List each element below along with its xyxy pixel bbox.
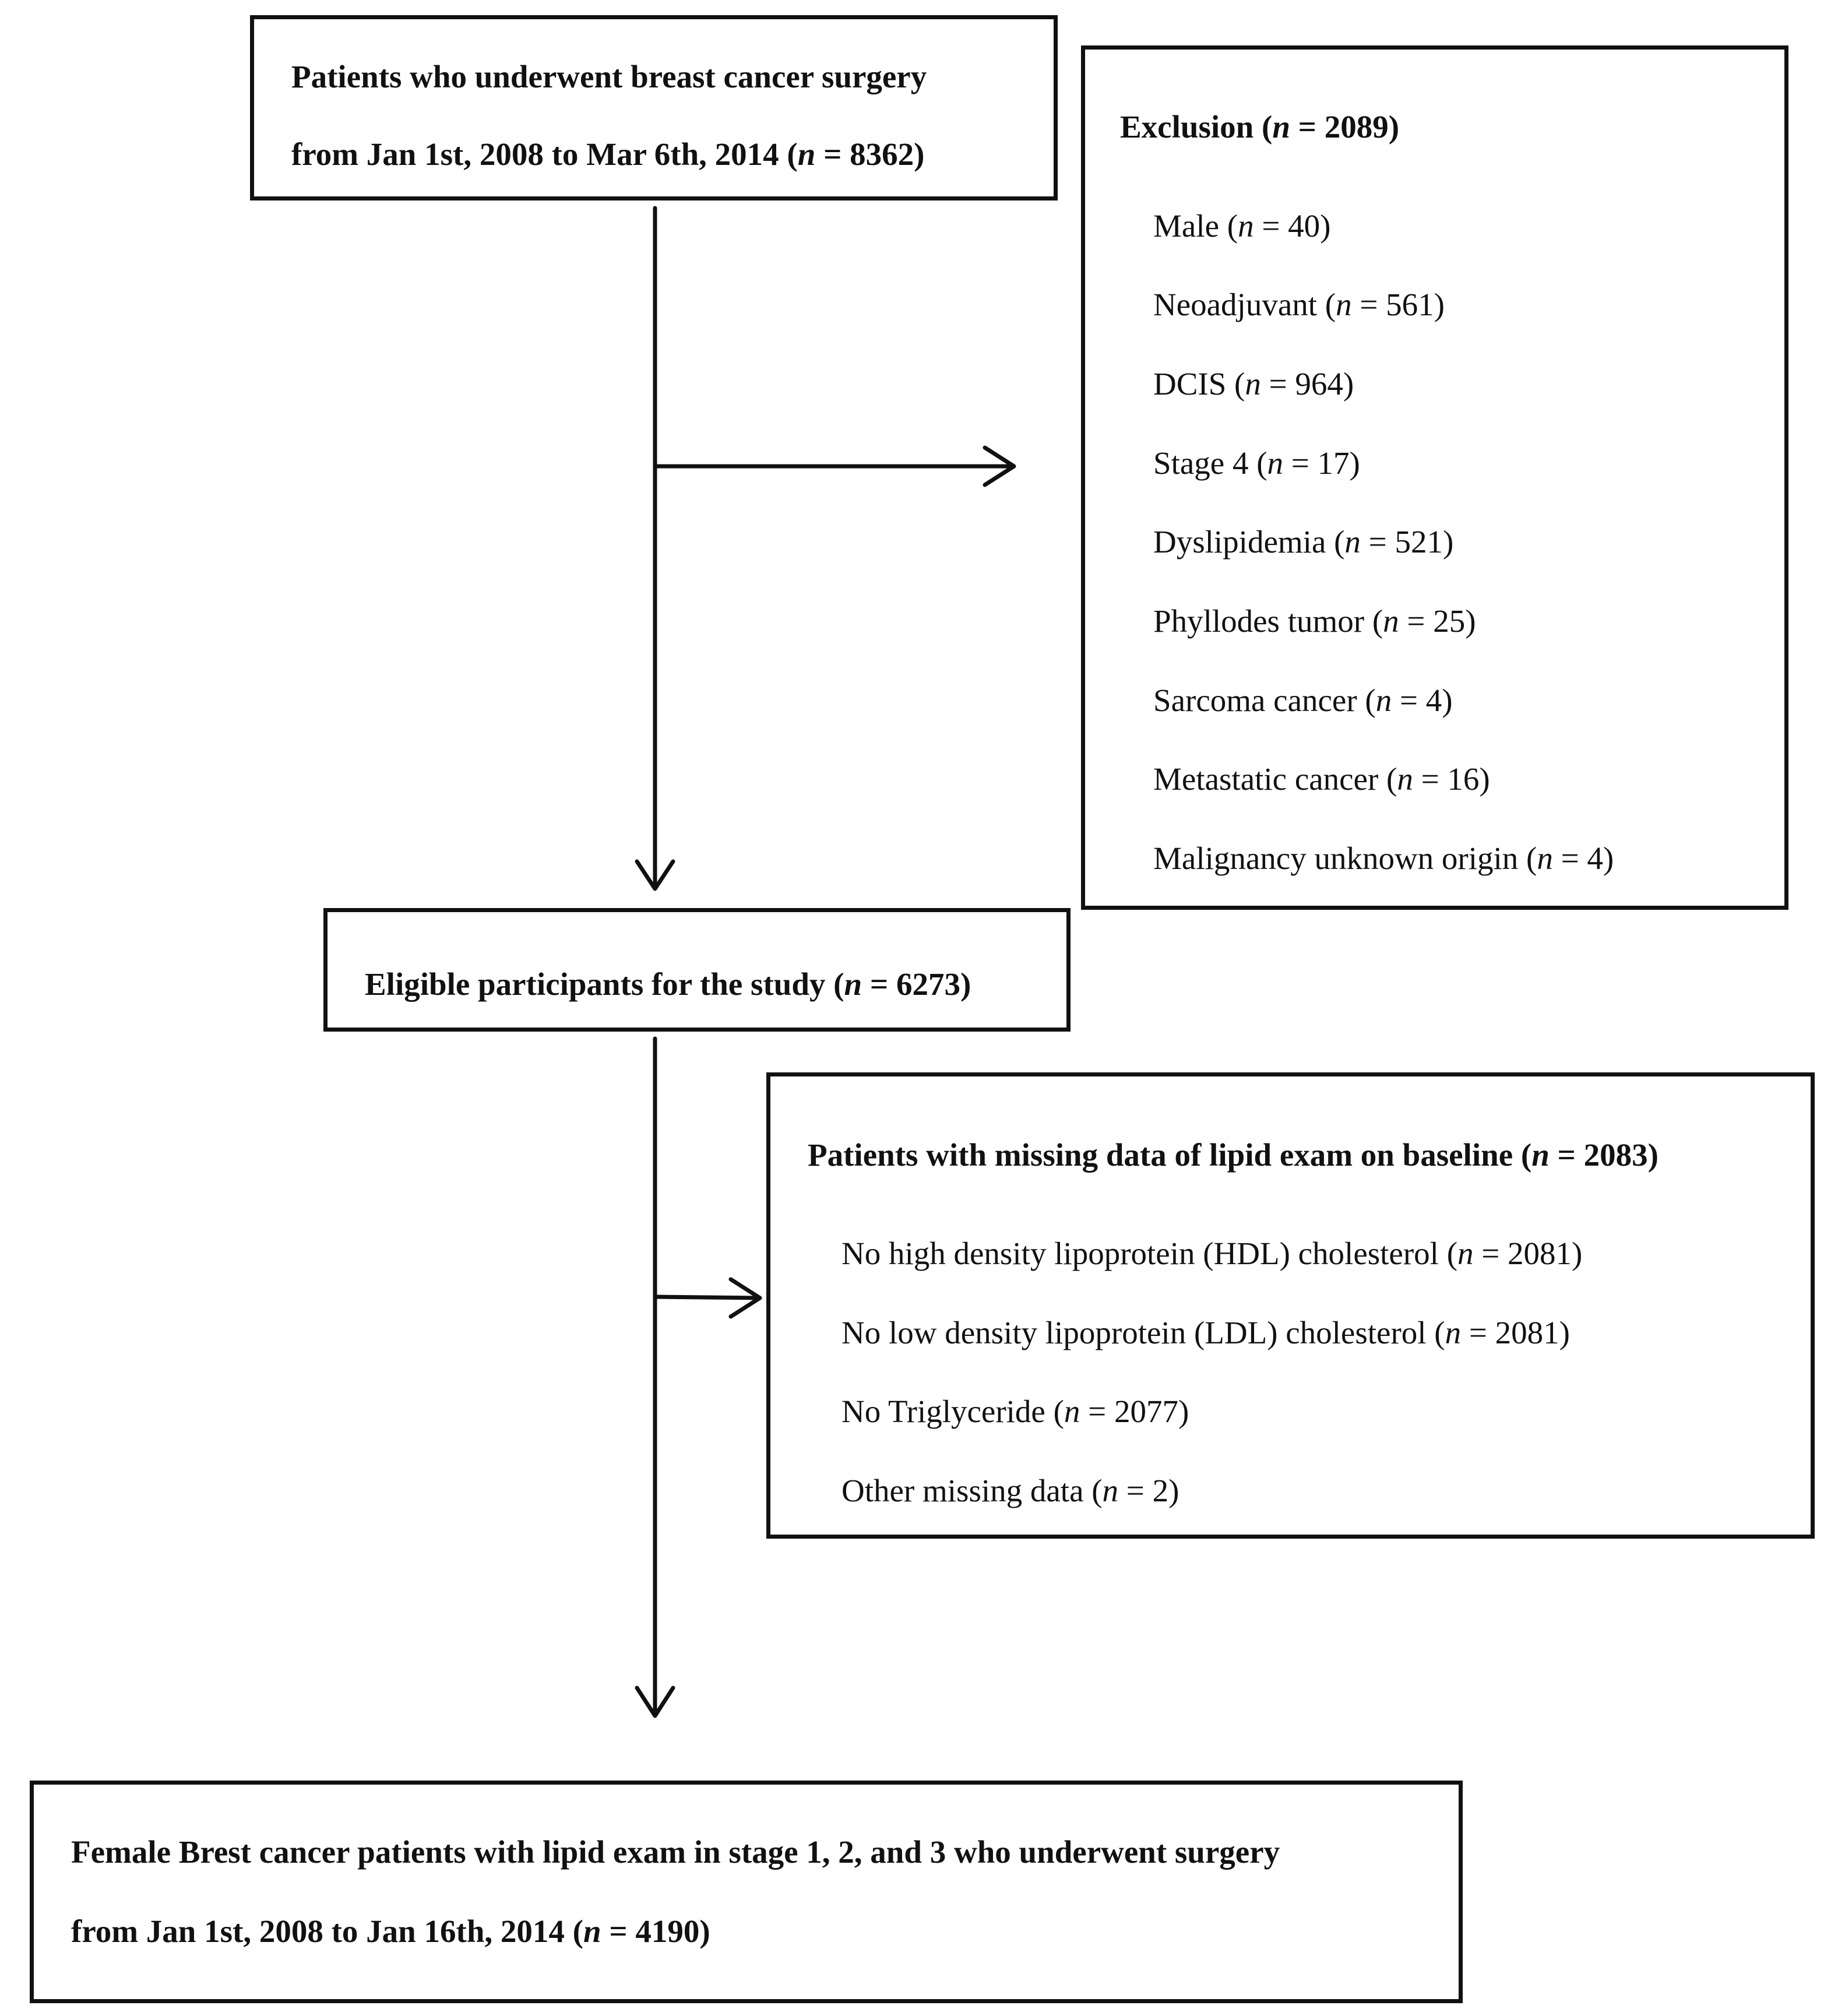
eligible-line: Eligible participants for the study (n =… [365,965,971,1004]
exclusion-item-post: = 4) [1392,682,1453,718]
exclusion-title: Exclusion (n = 2089) [1120,108,1399,146]
final-cohort-box: Female Brest cancer patients with lipid … [30,1781,1463,2003]
final-line-2-pre: from Jan 1st, 2008 to Jan 16th, 2014 ( [71,1913,583,1949]
missing-item: No Triglyceride (n = 2077) [841,1392,1189,1431]
source-line-1: Patients who underwent breast cancer sur… [291,58,927,96]
exclusion-item-n: n [1238,208,1254,244]
source-line-2-pre: from Jan 1st, 2008 to Mar 6th, 2014 ( [291,136,798,172]
exclusion-item-post: = 40) [1253,208,1331,244]
exclusion-item-n: n [1267,445,1284,481]
exclusion-item-post: = 964) [1260,366,1354,402]
exclusion-item-n: n [1397,761,1413,797]
exclusion-item-post: = 4) [1552,840,1614,876]
missing-title-post: = 2083) [1549,1137,1659,1173]
eligible-line-pre: Eligible participants for the study ( [365,966,844,1002]
exclusion-box: Exclusion (n = 2089) Male (n = 40) Neoad… [1081,45,1788,910]
exclusion-item-n: n [1537,840,1553,876]
exclusion-item-pre: Phyllodes tumor ( [1153,603,1383,639]
final-line-2: from Jan 1st, 2008 to Jan 16th, 2014 (n … [71,1912,710,1951]
exclusion-title-pre: Exclusion ( [1120,109,1273,145]
exclusion-item-n: n [1344,524,1361,560]
missing-item-n: n [1457,1236,1474,1271]
exclusion-item-pre: Stage 4 ( [1153,445,1267,481]
missing-item-post: = 2077) [1080,1394,1189,1429]
final-line-1: Female Brest cancer patients with lipid … [71,1833,1280,1871]
eligible-line-post: = 6273) [862,966,971,1002]
exclusion-item: Male (n = 40) [1153,207,1330,245]
source-line-2-n: n [797,136,816,172]
missing-lipid-data-box: Patients with missing data of lipid exam… [766,1072,1815,1539]
missing-item: Other missing data (n = 2) [841,1472,1179,1510]
exclusion-item-pre: Malignancy unknown origin ( [1153,840,1537,876]
source-line-1-text: Patients who underwent breast cancer sur… [291,59,927,94]
arrowhead-to-final [635,1686,675,1718]
missing-item-pre: Other missing data ( [841,1473,1103,1508]
exclusion-item: Malignancy unknown origin (n = 4) [1153,839,1614,878]
missing-item-pre: No Triglyceride ( [841,1394,1064,1429]
missing-title-pre: Patients with missing data of lipid exam… [808,1137,1532,1173]
exclusion-item: DCIS (n = 964) [1153,365,1354,403]
missing-item-pre: No high density lipoprotein (HDL) choles… [841,1236,1458,1271]
exclusion-item-n: n [1383,603,1399,639]
missing-item-n: n [1445,1315,1462,1350]
missing-item: No high density lipoprotein (HDL) choles… [841,1234,1582,1273]
exclusion-item-n: n [1336,287,1352,322]
exclusion-item: Phyllodes tumor (n = 25) [1153,602,1476,641]
missing-item-post: = 2081) [1461,1315,1570,1350]
missing-item-post: = 2081) [1473,1236,1583,1271]
exclusion-item-pre: Sarcoma cancer ( [1153,682,1376,718]
exclusion-item-pre: Metastatic cancer ( [1153,761,1397,797]
eligible-line-n: n [844,966,862,1002]
exclusion-title-post: = 2089) [1290,109,1400,145]
exclusion-item-post: = 25) [1399,603,1476,639]
arrowhead-to-exclusion [983,445,1016,487]
arrowhead-to-missing [728,1277,762,1319]
missing-item-pre: No low density lipoprotein (LDL) cholest… [841,1315,1445,1350]
exclusion-item-pre: DCIS ( [1153,366,1245,402]
exclusion-item-post: = 16) [1413,761,1490,797]
missing-item-n: n [1064,1394,1080,1429]
exclusion-item-pre: Neoadjuvant ( [1153,287,1336,322]
arrowhead-to-eligible [635,859,675,891]
final-line-2-n: n [583,1913,601,1949]
exclusion-item: Neoadjuvant (n = 561) [1153,286,1445,324]
exclusion-title-n: n [1272,109,1290,145]
exclusion-item-pre: Dyslipidemia ( [1153,524,1345,560]
missing-item-post: = 2) [1118,1473,1179,1508]
final-line-2-post: = 4190) [601,1913,710,1949]
exclusion-item: Dyslipidemia (n = 521) [1153,523,1453,561]
exclusion-item-pre: Male ( [1153,208,1238,244]
final-line-1-text: Female Brest cancer patients with lipid … [71,1834,1280,1870]
missing-title-n: n [1531,1137,1550,1173]
connector-to-missing [653,1294,760,1300]
missing-title: Patients with missing data of lipid exam… [808,1136,1659,1174]
missing-item: No low density lipoprotein (LDL) cholest… [841,1314,1570,1352]
exclusion-item: Sarcoma cancer (n = 4) [1153,681,1453,720]
exclusion-item-n: n [1245,366,1261,402]
exclusion-item-post: = 521) [1360,524,1454,560]
exclusion-item: Stage 4 (n = 17) [1153,444,1360,483]
exclusion-item: Metastatic cancer (n = 16) [1153,760,1490,798]
exclusion-item-n: n [1375,682,1392,718]
source-population-box: Patients who underwent breast cancer sur… [250,15,1058,200]
eligible-participants-box: Eligible participants for the study (n =… [323,908,1071,1032]
source-line-2: from Jan 1st, 2008 to Mar 6th, 2014 (n =… [291,135,924,174]
exclusion-item-post: = 17) [1283,445,1360,481]
missing-item-n: n [1102,1473,1119,1508]
source-line-2-post: = 8362) [815,136,925,172]
exclusion-item-post: = 561) [1351,287,1445,322]
